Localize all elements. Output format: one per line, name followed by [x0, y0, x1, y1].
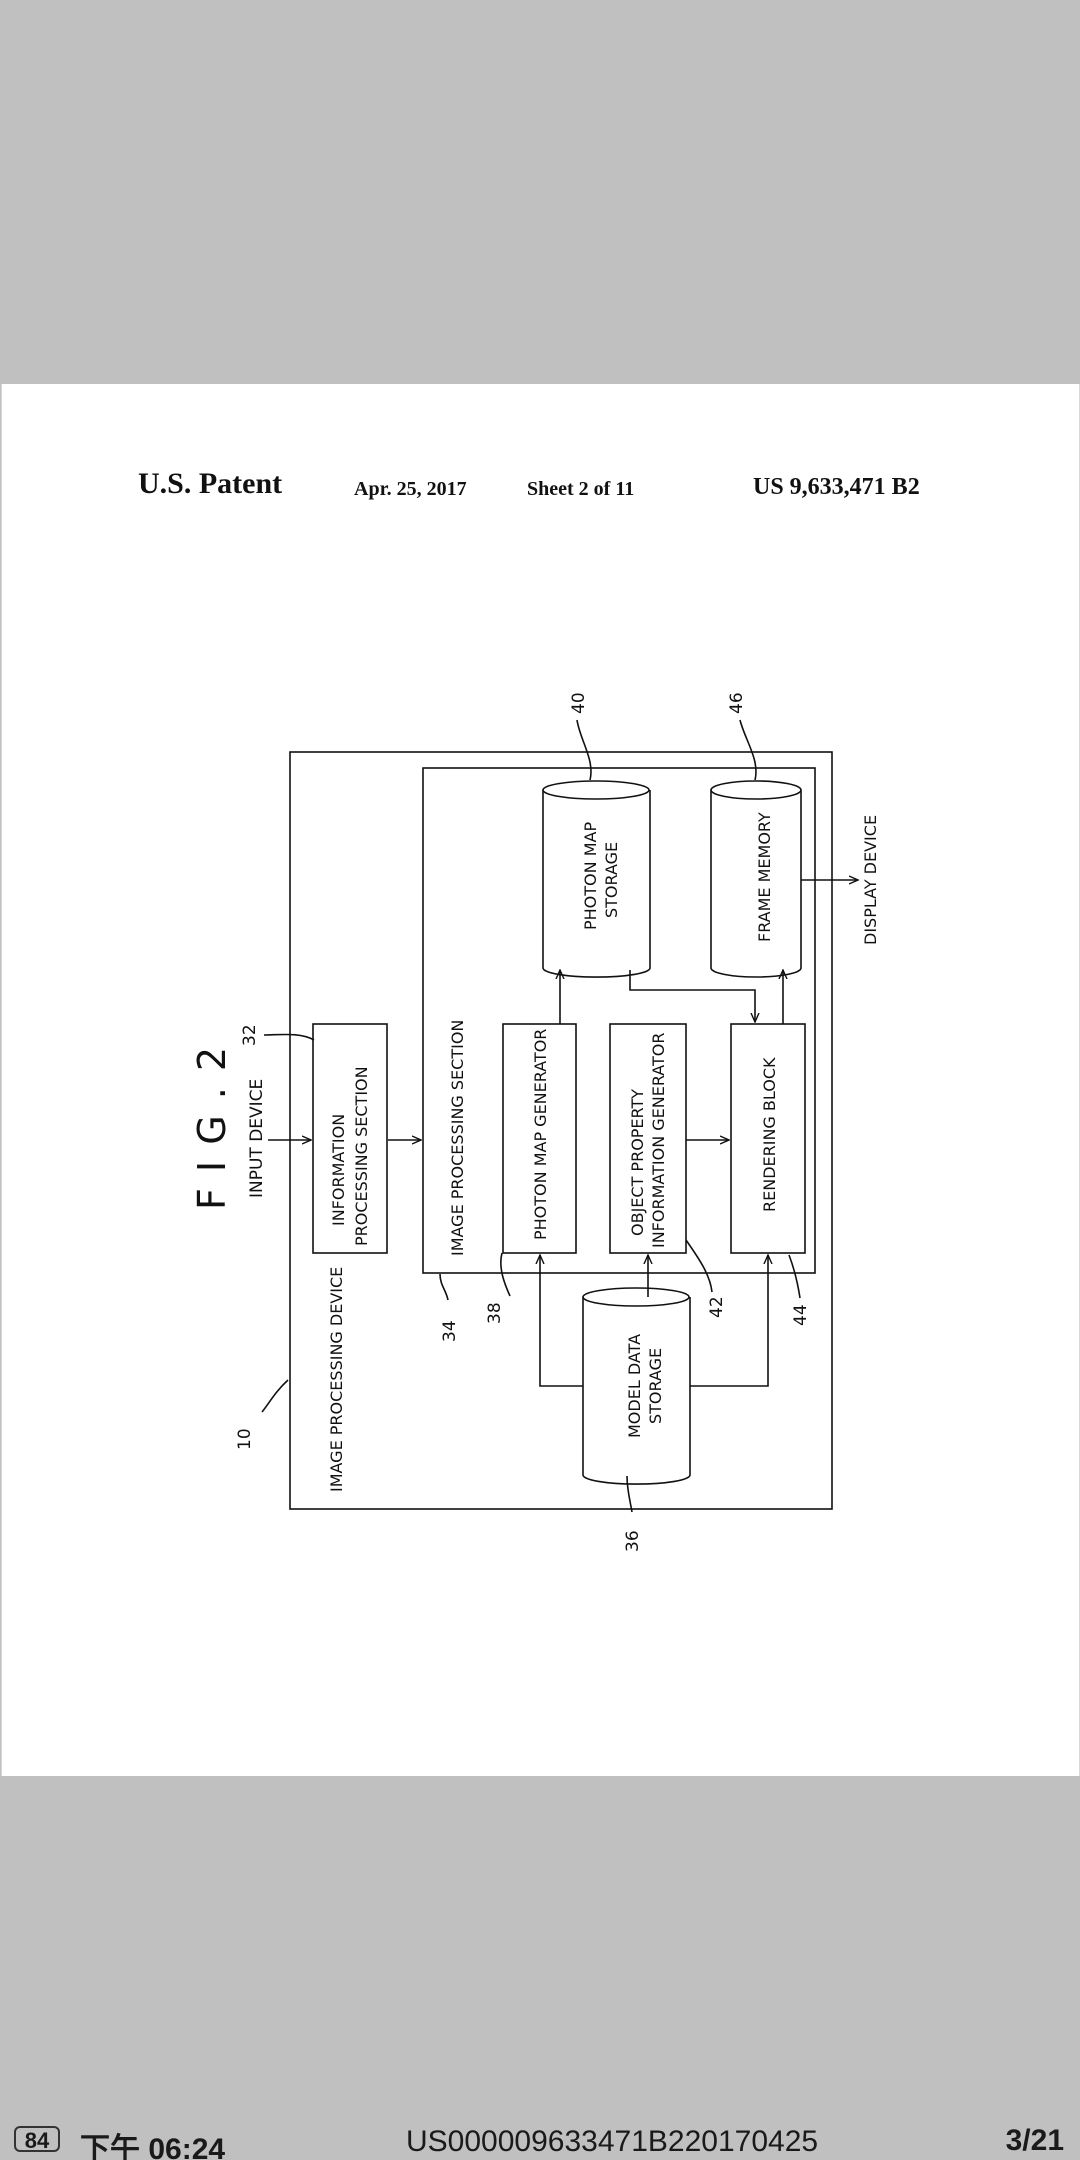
- status-time: 下午 06:24: [80, 2133, 226, 2160]
- document-page[interactable]: [1, 384, 1080, 1776]
- battery-badge: 84: [14, 2126, 60, 2153]
- patent-header-sheet: Sheet 2 of 11: [527, 478, 635, 500]
- patent-header-date: Apr. 25, 2017: [354, 478, 467, 500]
- patent-header-number: US 9,633,471 B2: [753, 474, 920, 500]
- status-bar: 84 下午 06:24 US000009633471B220170425 3/2…: [0, 2120, 1080, 2160]
- patent-header-title: U.S. Patent: [138, 467, 283, 500]
- page-indicator: 3/21: [1005, 2124, 1064, 2157]
- document-name: US000009633471B220170425: [406, 2125, 819, 2158]
